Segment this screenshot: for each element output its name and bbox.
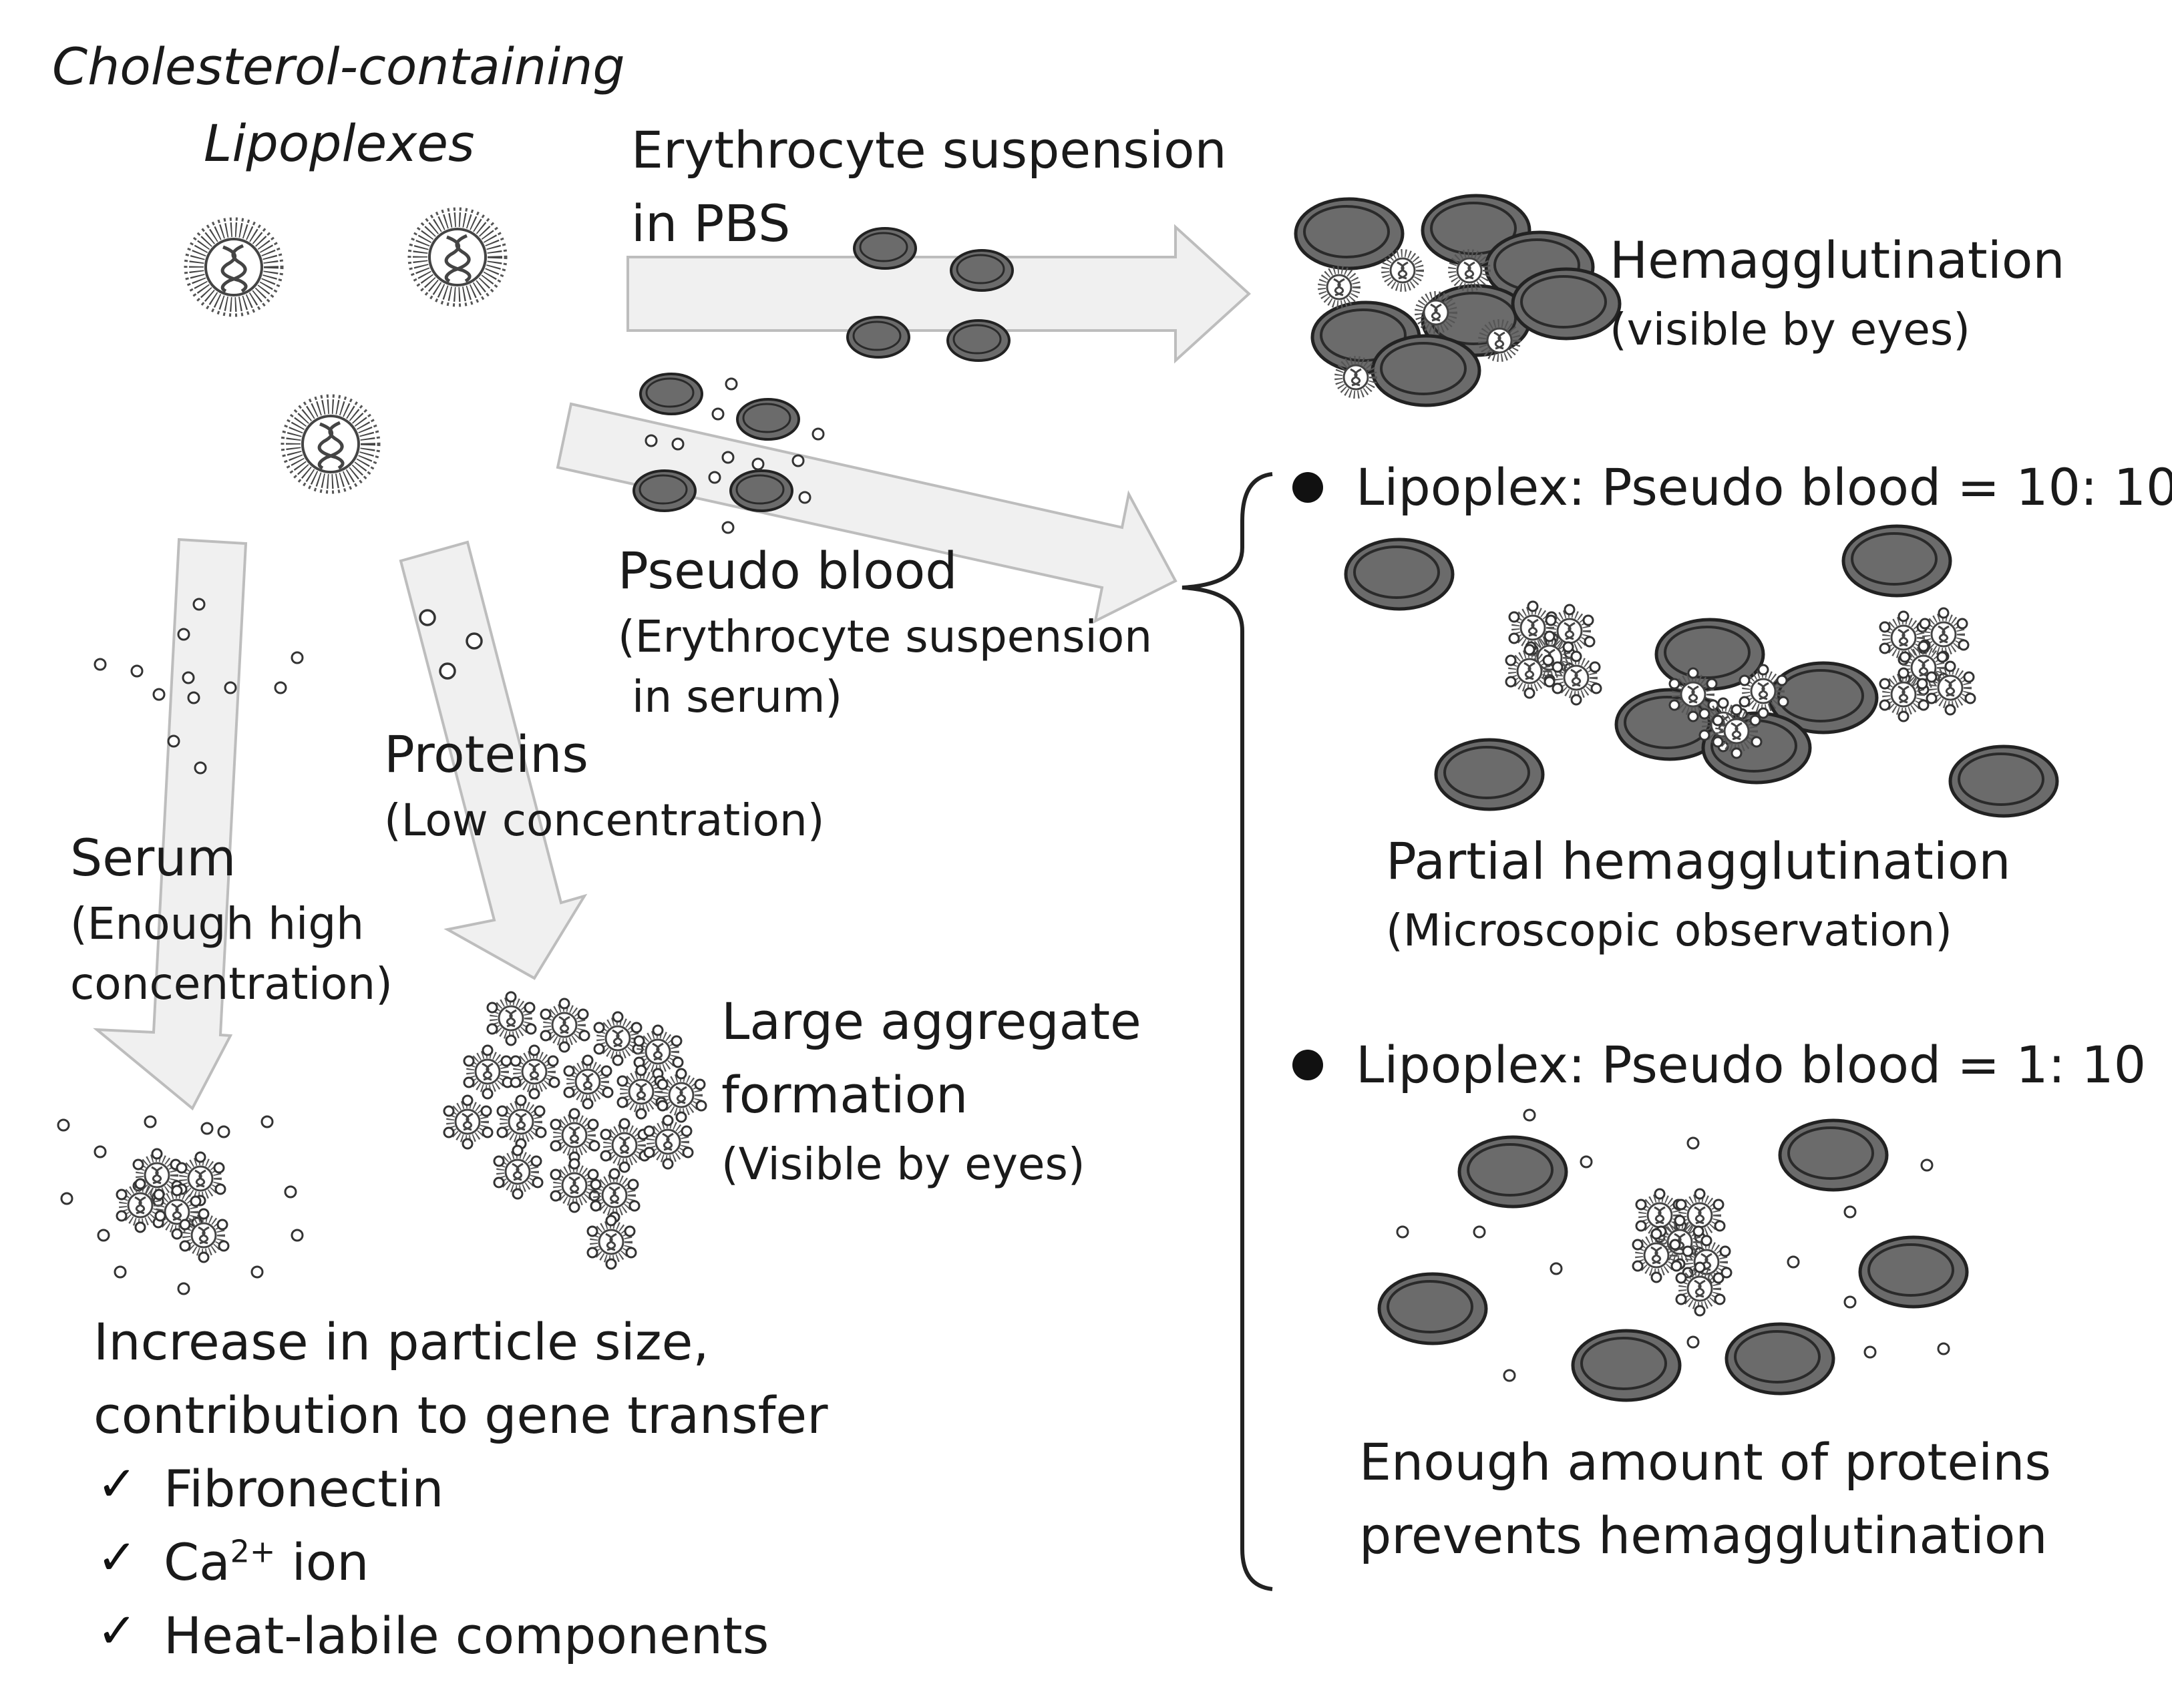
calcium-charge: 2+	[230, 1533, 276, 1570]
erythrocyte	[729, 469, 793, 512]
serum-note-2: concentration)	[70, 958, 393, 1010]
pbs-label-line-2: in PBS	[631, 194, 791, 253]
microscopic-observation-note: (Microscopic observation)	[1386, 905, 1953, 956]
ratio-1-10-label: Lipoplex: Pseudo blood = 1: 10	[1356, 1035, 2147, 1094]
title-line-2: Lipoplexes	[204, 114, 475, 173]
calcium-symbol: Ca	[164, 1532, 230, 1592]
partial-hemagglutination-label: Partial hemagglutination	[1386, 831, 2011, 891]
pseudo-blood-note-2: in serum)	[618, 671, 843, 722]
lipoplex-3	[283, 396, 379, 492]
calcium-suffix: ion	[275, 1532, 369, 1592]
bullet-ratio-1-10	[1292, 1050, 1323, 1080]
serum-note-1: (Enough high	[70, 898, 365, 949]
arrow-serum	[93, 538, 248, 1111]
pbs-label-line-1: Erythrocyte suspension	[631, 120, 1227, 180]
erythrocyte	[632, 469, 697, 512]
lipoplex-2	[409, 209, 506, 305]
erythrocyte	[639, 373, 703, 415]
erythrocyte	[950, 249, 1014, 292]
curly-brace	[1182, 472, 1273, 1591]
large-aggregate-line-2: formation	[721, 1065, 968, 1124]
serum-label: Serum	[70, 828, 236, 887]
large-aggregate-note: (Visible by eyes)	[721, 1138, 1085, 1190]
bullet-ratio-10-10	[1292, 472, 1323, 503]
serum-effects-line-1: Increase in particle size,	[94, 1312, 709, 1371]
pseudo-blood-note-1: (Erythrocyte suspension	[618, 611, 1153, 662]
hemagglutination-cluster	[1296, 196, 1620, 405]
hemagglutination-note: (visible by eyes)	[1610, 304, 1971, 355]
ratio-1-10-result-2: prevents hemagglutination	[1359, 1506, 2048, 1565]
erythrocyte	[853, 227, 917, 270]
erythrocyte	[946, 319, 1011, 362]
pseudo-blood-label: Pseudo blood	[618, 541, 958, 600]
proteins-label: Proteins	[384, 724, 589, 784]
arrow-pbs	[626, 224, 1251, 364]
erythrocyte	[846, 316, 910, 359]
ratio-1-10-result-1: Enough amount of proteins	[1359, 1432, 2051, 1492]
effect-item-heat-labile: Heat-labile components	[164, 1606, 769, 1665]
title-line-1: Cholesterol-containing	[52, 37, 625, 96]
hemagglutination-label: Hemagglutination	[1610, 230, 2065, 290]
arrow-proteins	[399, 540, 588, 980]
effect-item-calcium: Ca2+ ion	[164, 1532, 369, 1592]
large-aggregate-line-1: Large aggregate	[721, 992, 1141, 1051]
serum-effects-line-2: contribution to gene transfer	[94, 1385, 828, 1445]
check-icon: ✓	[97, 1456, 138, 1512]
serum-result-cluster	[57, 1115, 304, 1295]
check-icon: ✓	[97, 1529, 138, 1585]
ratio-10-10-label: Lipoplex: Pseudo blood = 10: 10	[1356, 457, 2172, 517]
lipoplex-1	[186, 219, 282, 315]
proteins-note: (Low concentration)	[384, 795, 825, 846]
ratio-10-10-cluster	[1346, 526, 2057, 816]
large-aggregate-cluster	[444, 992, 706, 1269]
erythrocyte	[736, 398, 800, 441]
effect-item-fibronectin: Fibronectin	[164, 1459, 444, 1518]
ratio-1-10-cluster	[1379, 1108, 1967, 1400]
check-icon: ✓	[97, 1603, 138, 1659]
